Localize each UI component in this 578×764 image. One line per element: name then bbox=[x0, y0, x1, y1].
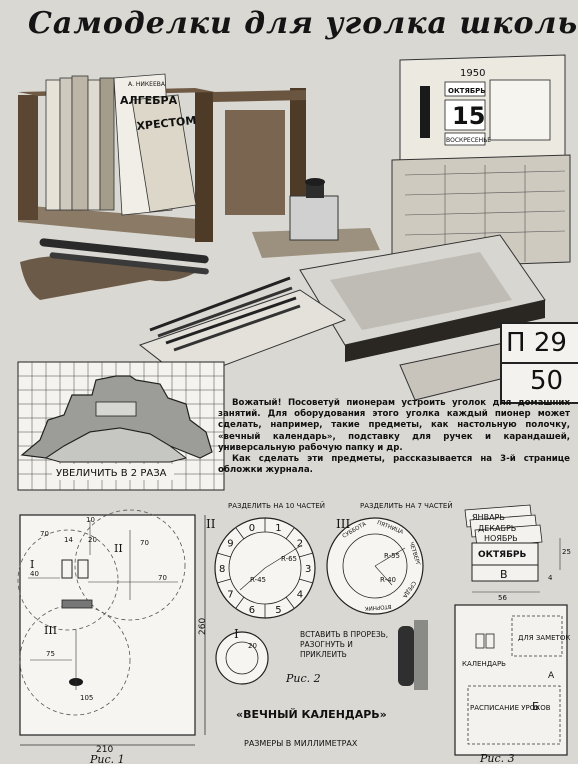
fig2-units: РАЗМЕРЫ В МИЛЛИМЕТРАХ bbox=[244, 739, 358, 748]
books: А. НИКЕЕВА АЛГЕБРА ХРЕСТОМ bbox=[45, 73, 197, 216]
fig2-label-7: РАЗДЕЛИТЬ НА 7 ЧАСТЕЙ bbox=[360, 501, 453, 510]
fig1-roman-3: III bbox=[44, 624, 57, 637]
fig3-schedule: РАСПИСАНИЕ УРОКОВ bbox=[470, 704, 551, 712]
fig3-dim-4: 4 bbox=[548, 574, 553, 582]
fig1-roman-1: I bbox=[30, 558, 34, 571]
fig3-month-1: ЯНВАРЬ bbox=[472, 513, 505, 522]
fig1-dim-75: 75 bbox=[46, 650, 55, 658]
calendar-month: ОКТЯБРЬ bbox=[448, 87, 486, 95]
fig3-month-2: ДЕКАБРЬ bbox=[478, 524, 516, 533]
page-number-divider bbox=[502, 362, 578, 364]
ink-well bbox=[252, 178, 380, 258]
book-algebra: АЛГЕБРА bbox=[120, 94, 178, 107]
wheel-digit: 2 bbox=[297, 539, 303, 550]
fig2-roman-2: II bbox=[206, 517, 216, 531]
intro-paragraph-2: Как сделать эти предметы, рассказывается… bbox=[218, 454, 570, 476]
book-khrestom: ХРЕСТОМ bbox=[136, 114, 197, 133]
fig1-roman-2: II bbox=[114, 542, 123, 555]
fig2-r45: R-45 bbox=[250, 576, 266, 584]
page-number-top: П 29 bbox=[506, 328, 567, 358]
fig3-dim-25: 25 bbox=[562, 548, 571, 556]
fig1-width: 210 bbox=[96, 745, 113, 755]
book-author: А. НИКЕЕВА bbox=[128, 81, 166, 88]
fig1-dim-14: 14 bbox=[64, 536, 73, 544]
intro-text: Вожатый! Посоветуй пионерам устроить уго… bbox=[218, 398, 570, 486]
fig3-dim-56: 56 bbox=[498, 594, 507, 602]
book-shelf bbox=[18, 88, 306, 242]
wheel-digit: 5 bbox=[275, 605, 281, 616]
fig2-caption: Рис. 2 bbox=[285, 672, 321, 685]
page-number-bottom: 50 bbox=[530, 366, 564, 396]
fig2-roman-1: I bbox=[234, 627, 239, 641]
fig1-dim-40: 40 bbox=[30, 570, 39, 578]
calendar-weekday: ВОСКРЕСЕНЬЕ bbox=[446, 137, 491, 144]
calendar-year: 1950 bbox=[460, 68, 485, 79]
fig2-insert-text: ВСТАВИТЬ В ПРОРЕЗЬ, РАЗОГНУТЬ И ПРИКЛЕИТ… bbox=[300, 630, 389, 659]
wheel-digit: 0 bbox=[249, 523, 255, 534]
fig1-height: 260 bbox=[198, 618, 208, 635]
pencil-holder bbox=[138, 276, 347, 381]
wheel-digit: 4 bbox=[297, 589, 303, 600]
fig2-d20: 20 bbox=[248, 642, 257, 650]
wheel-digit: 1 bbox=[275, 523, 281, 534]
page-number-box: П 29 50 bbox=[500, 322, 578, 404]
fig3-notes: ДЛЯ ЗАМЕТОК bbox=[518, 634, 570, 642]
grid-caption: УВЕЛИЧИТЬ В 2 РАЗА bbox=[56, 468, 167, 479]
fig3-month-3: НОЯБРЬ bbox=[484, 534, 518, 543]
calendar-day: 15 bbox=[452, 102, 485, 130]
wheel-digit: 8 bbox=[219, 564, 225, 575]
fig3-diagram: ЯНВАРЬ ДЕКАБРЬ НОЯБРЬ ОКТЯБРЬ В 25 4 56 … bbox=[454, 504, 571, 764]
wheel-digit: 3 bbox=[305, 564, 311, 575]
fig1-caption: Рис. 1 bbox=[89, 753, 125, 764]
fig2-r65: R-65 bbox=[281, 555, 297, 563]
gear-grid: УВЕЛИЧИТЬ В 2 РАЗА bbox=[17, 361, 225, 491]
fig2-roman-3: III bbox=[336, 517, 350, 531]
fig1-diagram: 10 14 20 70 70 70 40 75 105 I II III 210… bbox=[17, 509, 208, 764]
wheel-weekday: ВТОРНИК bbox=[364, 603, 391, 611]
wheel-digit: 6 bbox=[249, 605, 255, 616]
fig2-label-10: РАЗДЕЛИТЬ НА 10 ЧАСТЕЙ bbox=[228, 501, 325, 510]
wheel-digit: 7 bbox=[227, 589, 233, 600]
fig1-dim-70c: 70 bbox=[158, 574, 167, 582]
fig3-letter-a: А bbox=[548, 671, 555, 681]
fig3-month-4: ОКТЯБРЬ bbox=[478, 550, 527, 560]
intro-paragraph-1: Вожатый! Посоветуй пионерам устроить уго… bbox=[218, 398, 570, 453]
page-title: Самоделки для уголка школьника bbox=[28, 6, 578, 41]
fig1-dim-105: 105 bbox=[80, 694, 93, 702]
fig1-dim-70b: 70 bbox=[140, 539, 149, 547]
fig2-title: «ВЕЧНЫЙ КАЛЕНДАРЬ» bbox=[236, 708, 387, 721]
wheel-digit: 9 bbox=[227, 539, 233, 550]
fig2-r55: R-55 bbox=[384, 552, 400, 560]
fig1-dim-20: 20 bbox=[88, 536, 97, 544]
fig3-letter-b: В bbox=[500, 568, 508, 581]
pen-rest bbox=[20, 238, 209, 300]
fig2-r40: R-40 bbox=[380, 576, 396, 584]
fig3-calendar: КАЛЕНДАРЬ bbox=[462, 660, 506, 668]
calendar-stand: 1950 ОКТЯБРЬ 15 ВОСКРЕСЕНЬЕ bbox=[391, 54, 571, 269]
fig3-caption: Рис. 3 bbox=[479, 752, 515, 764]
fig1-dim-10: 10 bbox=[86, 516, 95, 524]
fig3-letter-bb: Б bbox=[532, 700, 540, 713]
fig1-dim-70a: 70 bbox=[40, 530, 49, 538]
fig2-diagram: R-65 R-45 РАЗДЕЛИТЬ НА 10 ЧАСТЕЙ II R-55… bbox=[206, 501, 453, 748]
